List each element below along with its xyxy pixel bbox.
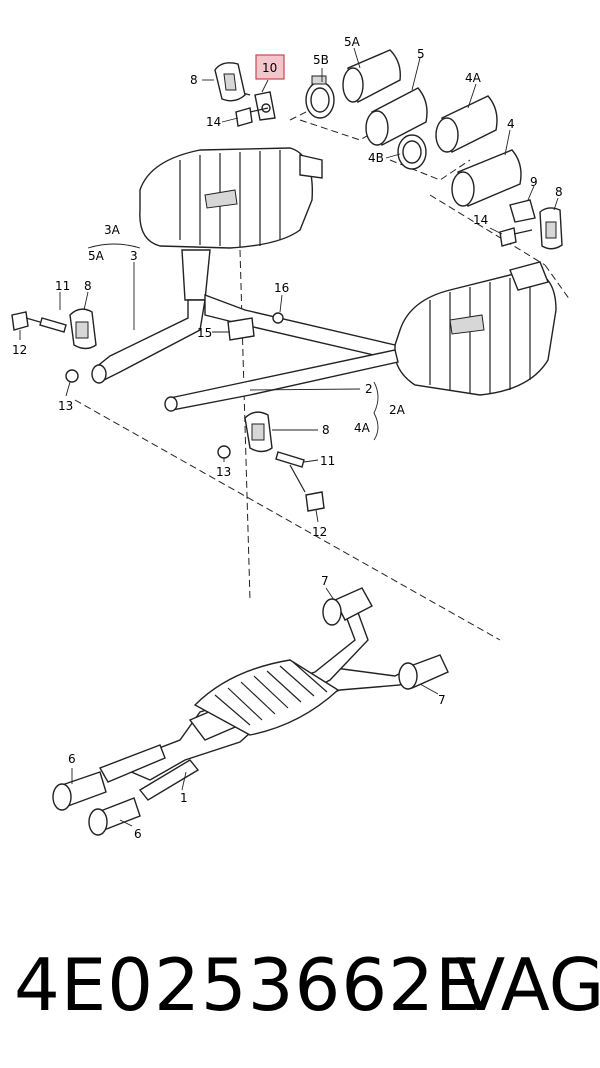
- highlight-box: [255, 54, 285, 80]
- callout: 6: [68, 752, 76, 766]
- callout: 4B: [368, 151, 384, 165]
- guide-line: [74, 399, 501, 641]
- bolt-14-top: [235, 107, 269, 127]
- callout: 2: [365, 382, 373, 396]
- tailpipe-5A: [342, 49, 401, 104]
- rubber-mount-8-top: [214, 62, 246, 102]
- caption: 4E0253662E VAG: [14, 940, 600, 1030]
- callout: 9: [530, 175, 538, 189]
- leader-lines: [19, 47, 559, 827]
- clamp-6-right: [88, 797, 141, 836]
- part-number: 4E0253662E: [14, 943, 482, 1027]
- front-pipe-1: [98, 595, 412, 801]
- tailpipe-4: [451, 149, 522, 207]
- callout: 1: [180, 791, 188, 805]
- nut-16: [272, 312, 284, 324]
- callout: 4: [507, 117, 515, 131]
- callout-labels: 8 10 5B 5A 5 4A 14 4B 4 9 8 14 3A 5A 3 1…: [12, 35, 563, 841]
- bracket-9: [509, 199, 536, 223]
- callout: 10: [262, 61, 277, 75]
- callout: 5: [417, 47, 425, 61]
- stud-11-left: [39, 317, 67, 333]
- callout: 8: [84, 279, 92, 293]
- callout: 13: [216, 465, 231, 479]
- nut-13-lower: [217, 445, 231, 459]
- guide-line: [544, 264, 571, 301]
- callout: 14: [206, 115, 221, 129]
- callout: 16: [274, 281, 289, 295]
- callout: 3A: [104, 223, 121, 237]
- tailpipe-5: [365, 87, 428, 147]
- clamp-5B: [305, 75, 335, 119]
- clamp-4B: [397, 134, 427, 170]
- callout: 12: [12, 343, 27, 357]
- clamp-6-left: [52, 771, 107, 811]
- callout: 15: [197, 326, 212, 340]
- callout: 13: [58, 399, 73, 413]
- callout: 8: [190, 73, 198, 87]
- guide-line: [429, 194, 546, 266]
- rear-silencer-right: [393, 261, 557, 396]
- tailpipe-4A: [435, 95, 498, 154]
- callout: 12: [312, 525, 327, 539]
- clamp-7-top: [322, 587, 373, 626]
- hanger-15: [227, 317, 255, 341]
- callout: 14: [473, 213, 488, 227]
- callout: 8: [322, 423, 330, 437]
- rubber-mount-8-lower: [244, 411, 273, 453]
- bolt-12-lower: [305, 491, 325, 512]
- callout: 4A: [465, 71, 482, 85]
- clamp-7-right: [398, 654, 449, 690]
- nut-13-left: [65, 369, 79, 383]
- callout: 4A: [354, 421, 371, 435]
- callout: 5A: [88, 249, 105, 263]
- callout: 7: [438, 693, 446, 707]
- stud-11-lower: [275, 451, 306, 493]
- callout: 11: [320, 454, 335, 468]
- callout: 5B: [313, 53, 329, 67]
- bolt-12-left: [11, 311, 41, 331]
- bolt-14-right: [499, 227, 533, 247]
- rear-silencer-left: [139, 147, 323, 301]
- brand-label: VAG: [456, 943, 600, 1027]
- callout: 8: [555, 185, 563, 199]
- callout: 6: [134, 827, 142, 841]
- exhaust-system-diagram: 8 10 5B 5A 5 4A 14 4B 4 9 8 14 3A 5A 3 1…: [11, 35, 571, 841]
- callout: 11: [55, 279, 70, 293]
- callout: 3: [130, 249, 138, 263]
- callout: 2A: [389, 403, 406, 417]
- callout: 5A: [344, 35, 361, 49]
- rubber-mount-8-left: [69, 308, 97, 350]
- pipe-2: [164, 349, 399, 412]
- callout: 7: [321, 574, 329, 588]
- rubber-mount-8-right: [539, 207, 563, 250]
